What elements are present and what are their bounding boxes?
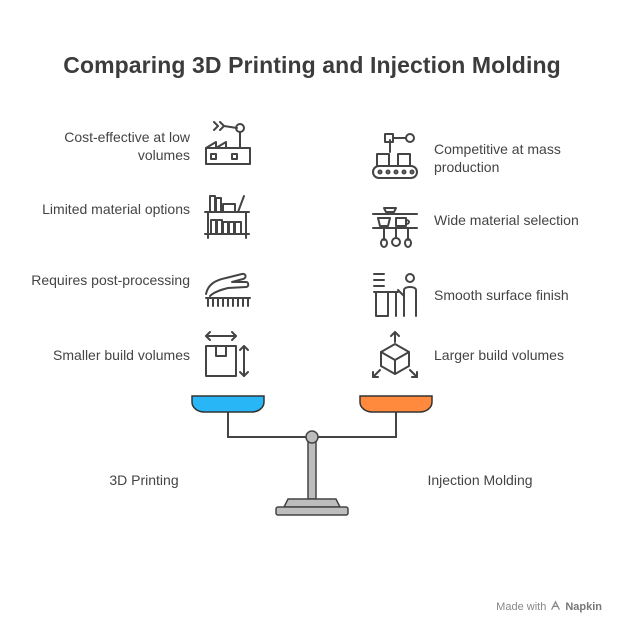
right-item-1: Competitive at mass production (434, 141, 561, 175)
left-item-3: Requires post-processing (31, 272, 190, 288)
scale-post (307, 436, 317, 500)
person-at-desk-icon (370, 270, 420, 320)
factory-robot-arm-icon (202, 118, 252, 168)
box-dimensions-icon (200, 330, 250, 380)
bookshelf-icon (202, 190, 252, 240)
right-pan (359, 395, 433, 413)
left-pan (191, 395, 265, 413)
scale-foot (275, 506, 349, 516)
cube-expand-icon (370, 330, 420, 380)
footer-credit[interactable]: Made with Napkin (496, 600, 602, 614)
scale-base (282, 498, 342, 508)
kitchen-shelf-icon (370, 202, 420, 252)
conveyor-belt-icon (370, 130, 420, 180)
left-side-label: 3D Printing (109, 472, 179, 488)
right-item-4: Larger build volumes (434, 347, 564, 363)
right-side-label: Injection Molding (427, 472, 533, 488)
left-item-2: Limited material options (42, 201, 190, 217)
footer-brand: Napkin (565, 601, 602, 613)
hand-brush-icon (202, 264, 252, 314)
left-item-1: Cost-effective at low volumes (64, 129, 190, 163)
right-item-3: Smooth surface finish (434, 287, 569, 303)
footer-prefix: Made with (496, 601, 547, 613)
scale-pivot (305, 430, 319, 444)
napkin-logo-icon (550, 600, 561, 614)
right-item-2: Wide material selection (434, 212, 579, 228)
left-item-4: Smaller build volumes (53, 347, 190, 363)
page-title: Comparing 3D Printing and Injection Mold… (63, 52, 561, 78)
